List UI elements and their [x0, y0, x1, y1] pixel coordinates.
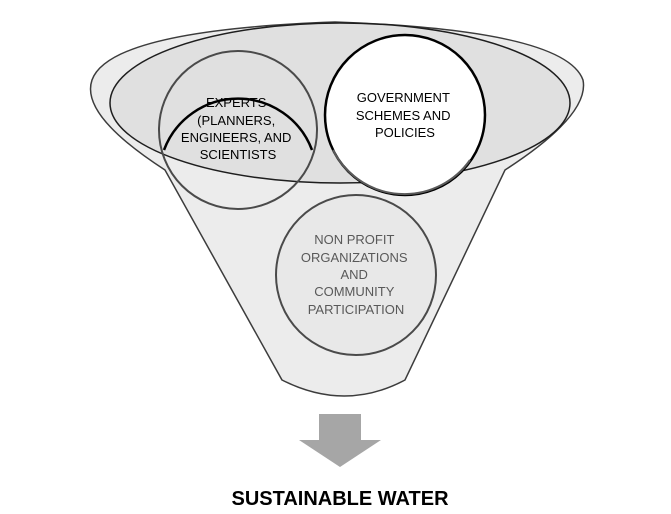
circle-experts [158, 50, 318, 210]
government-label: GOVERNMENT SCHEMES AND POLICIES [356, 90, 454, 140]
non-profit-label-line-5: PARTICIPATION [308, 302, 405, 317]
government-label-line-1: GOVERNMENT [357, 90, 450, 105]
non-profit-label-line-4: COMMUNITY [314, 284, 394, 299]
experts-label-line-4: SCIENTISTS [200, 147, 277, 162]
circle-non-profit [275, 194, 437, 356]
down-arrow-icon [299, 414, 381, 467]
government-label-line-2: SCHEMES AND [356, 108, 451, 123]
non-profit-label: NON PROFIT ORGANIZATIONS AND COMMUNITY P… [301, 232, 411, 317]
result-label: SUSTAINABLE WATER [231, 488, 449, 510]
experts-label-line-1: EXPERTS [206, 95, 267, 110]
non-profit-label-line-1: NON PROFIT [314, 232, 394, 247]
experts-label-line-2: (PLANNERS, [197, 113, 275, 128]
experts-label: EXPERTS (PLANNERS, ENGINEERS, AND SCIENT… [181, 95, 295, 162]
non-profit-label-line-3: AND [340, 267, 367, 282]
non-profit-label-line-2: ORGANIZATIONS [301, 250, 408, 265]
government-label-line-3: POLICIES [375, 125, 435, 140]
circle-government [323, 33, 487, 197]
experts-label-line-3: ENGINEERS, AND [181, 130, 292, 145]
